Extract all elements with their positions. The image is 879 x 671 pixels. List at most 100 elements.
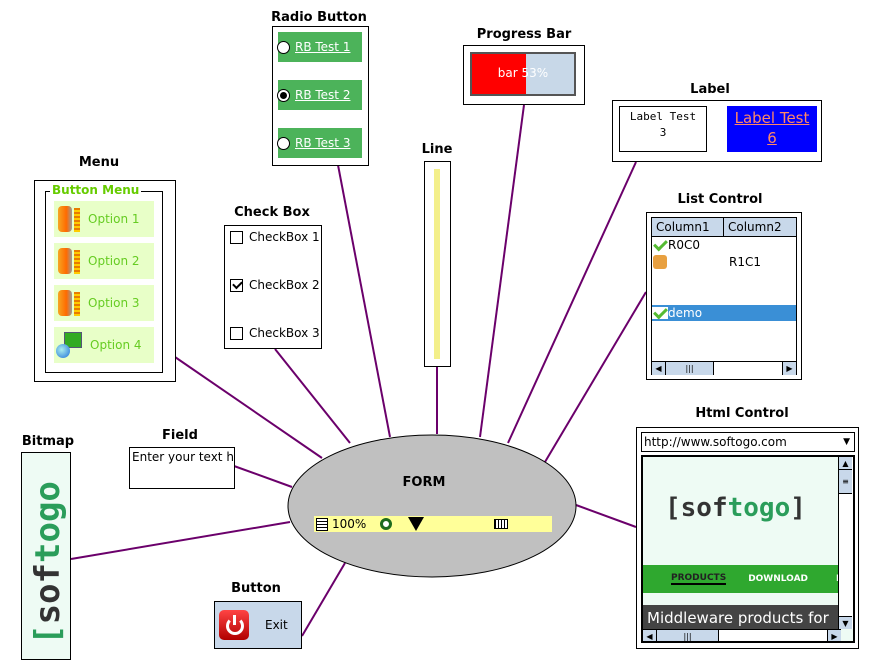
link-html (575, 504, 637, 528)
form-title: FORM (402, 475, 446, 490)
menu-panel: Button Menu Option 1 Option 2 Option 3 O… (34, 180, 176, 382)
checkbox-box[interactable] (230, 326, 243, 340)
scroll-up-arrow-icon[interactable]: ▲ (839, 457, 852, 470)
list-title: List Control (677, 192, 763, 207)
menu-item-option-2[interactable]: Option 2 (54, 243, 154, 279)
label-test-6-link[interactable]: Label Test 6 (727, 106, 817, 152)
radio-label: RB Test 1 (295, 40, 351, 54)
checkbox-2[interactable]: CheckBox 2 (230, 278, 320, 292)
html-title: Html Control (695, 406, 789, 421)
scroll-thumb[interactable]: ||| (657, 630, 719, 641)
list-row[interactable]: R0C0 (652, 237, 796, 253)
scroll-right-arrow-icon[interactable]: ▶ (827, 630, 841, 641)
link-field (233, 465, 293, 488)
target-icon[interactable] (380, 518, 393, 530)
list-cell: R1C1 (729, 255, 761, 269)
list-view-icon[interactable] (316, 517, 328, 531)
menu-item-label: Option 1 (88, 212, 140, 226)
radio-rb-test-3[interactable]: RB Test 3 (277, 128, 362, 158)
exit-button[interactable]: Exit (214, 601, 302, 649)
menu-item-option-4[interactable]: Option 4 (54, 327, 154, 363)
link-list (541, 291, 647, 468)
keyboard-icon[interactable] (494, 519, 509, 529)
zoom-label[interactable]: 100% (332, 517, 367, 531)
nav-products[interactable]: PRODUCTS (671, 573, 727, 585)
label-line: 6 (767, 129, 777, 147)
battery-icon (58, 204, 80, 234)
text-field-value[interactable]: Enter your text h (132, 450, 234, 464)
checkbox-label: CheckBox 2 (249, 278, 320, 292)
button-menu-legend: Button Menu (50, 183, 142, 197)
scroll-thumb[interactable]: ||| (666, 362, 714, 375)
scroll-left-arrow-icon[interactable]: ◀ (643, 630, 657, 641)
radio-title: Radio Button (271, 10, 367, 25)
label-title: Label (690, 82, 730, 97)
scroll-thumb[interactable]: ≡ (839, 470, 852, 494)
label-panel: Label Test 3 Label Test 6 (612, 100, 822, 162)
horizontal-scrollbar[interactable]: ◀ ||| ▶ (643, 629, 841, 641)
radio-label: RB Test 2 (295, 88, 351, 102)
checkbox-label: CheckBox 3 (249, 326, 320, 340)
menu-item-label: Option 3 (88, 296, 140, 310)
line-panel (424, 161, 451, 367)
horizontal-scrollbar[interactable]: ◀ ||| ▶ (652, 361, 796, 375)
menu-item-label: Option 4 (90, 338, 142, 352)
list-row[interactable]: R1C1 (652, 254, 796, 270)
exit-button-label: Exit (265, 618, 288, 632)
battery-icon (58, 288, 80, 318)
checkbox-3[interactable]: CheckBox 3 (230, 326, 320, 340)
checkbox-label: CheckBox 1 (249, 230, 320, 244)
text-field[interactable]: Enter your text h (129, 447, 235, 489)
scroll-track[interactable] (719, 630, 827, 641)
radio-circle-icon[interactable] (277, 40, 290, 54)
dropdown-arrow-icon[interactable]: ▼ (843, 437, 850, 447)
column-header-2[interactable]: Column2 (728, 220, 782, 234)
label-line: Label Test (629, 110, 697, 123)
scroll-right-arrow-icon[interactable]: ▶ (782, 362, 796, 375)
menu-item-option-1[interactable]: Option 1 (54, 201, 154, 237)
line-control (434, 169, 440, 359)
site-banner: Middleware products for (643, 605, 841, 631)
label-line: 3 (659, 126, 667, 139)
progress-text: bar 53% (497, 66, 549, 80)
scroll-down-arrow-icon[interactable]: ▼ (839, 616, 852, 629)
radio-circle-icon[interactable] (277, 136, 290, 150)
form-ellipse (287, 434, 577, 578)
menu-item-label: Option 2 (88, 254, 140, 268)
bitmap-title: Bitmap (21, 434, 75, 449)
link-progress (479, 104, 525, 438)
dropdown-triangle-icon[interactable] (408, 517, 425, 531)
checkbox-panel: CheckBox 1 CheckBox 2 CheckBox 3 (224, 225, 322, 349)
menu-item-option-3[interactable]: Option 3 (54, 285, 154, 321)
progress-fill (472, 54, 527, 94)
softogo-logo: [softogo] (665, 493, 806, 523)
vertical-scrollbar[interactable]: ▲ ≡ ▼ (838, 457, 853, 629)
menu-title: Menu (78, 155, 120, 170)
nav-download[interactable]: DOWNLOAD (748, 574, 809, 584)
link-menu (174, 356, 323, 459)
checkbox-1[interactable]: CheckBox 1 (230, 230, 320, 244)
list-cell: demo (668, 306, 703, 320)
link-label (507, 161, 637, 444)
progress-title: Progress Bar (476, 27, 572, 42)
radio-rb-test-1[interactable]: RB Test 1 (277, 32, 362, 62)
link-radio (337, 164, 391, 438)
radio-rb-test-2[interactable]: RB Test 2 (277, 80, 362, 110)
html-panel: http://www.softogo.com ▼ [softogo] PRODU… (636, 427, 859, 649)
scroll-left-arrow-icon[interactable]: ◀ (652, 362, 666, 375)
scroll-track[interactable] (714, 362, 782, 375)
network-computer-icon (56, 330, 82, 360)
link-button (301, 562, 346, 637)
power-icon (219, 610, 249, 640)
url-combobox[interactable]: http://www.softogo.com ▼ (641, 432, 855, 452)
checkbox-box-checked[interactable] (230, 278, 243, 292)
checkbox-box[interactable] (230, 230, 243, 244)
button-menu-group: Button Menu Option 1 Option 2 Option 3 O… (45, 183, 163, 373)
html-view: [softogo] PRODUCTS DOWNLOAD NEWS Middlew… (641, 455, 855, 643)
list-row-selected[interactable]: demo (652, 305, 796, 321)
line-title: Line (421, 142, 453, 157)
column-header-1[interactable]: Column1 (652, 218, 724, 236)
radio-circle-selected-icon[interactable] (277, 88, 290, 102)
site-nav: PRODUCTS DOWNLOAD NEWS (643, 565, 853, 593)
